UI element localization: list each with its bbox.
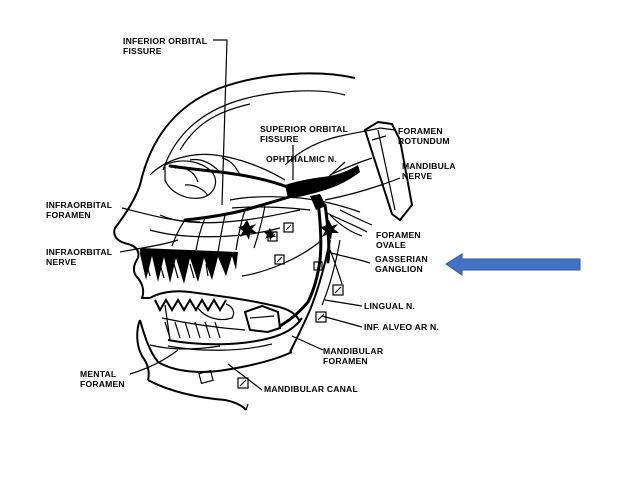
svg-text:NERVE: NERVE bbox=[46, 257, 77, 267]
svg-text:ROTUNDUM: ROTUNDUM bbox=[398, 136, 450, 146]
svg-text:FORAMEN: FORAMEN bbox=[80, 379, 125, 389]
svg-text:OPHTHALMIC N.: OPHTHALMIC N. bbox=[266, 154, 337, 164]
svg-text:SUPERIOR ORBITAL: SUPERIOR ORBITAL bbox=[260, 124, 348, 134]
svg-text:FORAMEN: FORAMEN bbox=[398, 126, 443, 136]
trigeminal-nerve-branches bbox=[168, 157, 373, 328]
boxed-markers bbox=[198, 222, 344, 389]
label-mandibular-nerve: MANDIBULA NERVE bbox=[402, 161, 456, 181]
svg-text:OVALE: OVALE bbox=[376, 240, 406, 250]
label-infraorbital-nerve: INFRAORBITAL NERVE bbox=[46, 247, 112, 267]
mandible-block bbox=[243, 304, 282, 334]
label-mandibular-canal: MANDIBULAR CANAL bbox=[264, 384, 358, 394]
label-ophthalmic-n: OPHTHALMIC N. bbox=[266, 154, 337, 164]
svg-text:FISSURE: FISSURE bbox=[260, 134, 299, 144]
svg-text:MANDIBULAR CANAL: MANDIBULAR CANAL bbox=[264, 384, 358, 394]
label-superior-orbital-fissure: SUPERIOR ORBITAL FISSURE bbox=[260, 124, 348, 144]
svg-text:FORAMEN: FORAMEN bbox=[376, 230, 421, 240]
pointer-arrow bbox=[445, 253, 581, 276]
svg-text:INFRAORBITAL: INFRAORBITAL bbox=[46, 200, 112, 210]
mandibular-canal bbox=[167, 317, 303, 346]
upper-teeth bbox=[140, 248, 238, 284]
svg-text:NERVE: NERVE bbox=[402, 171, 433, 181]
svg-text:LINGUAL N.: LINGUAL N. bbox=[364, 301, 415, 311]
label-mandibular-foramen: MANDIBULAR FORAMEN bbox=[323, 346, 384, 366]
svg-text:INFRAORBITAL: INFRAORBITAL bbox=[46, 247, 112, 257]
svg-text:INF. ALVEO AR N.: INF. ALVEO AR N. bbox=[364, 322, 439, 332]
svg-text:INFERIOR ORBITAL: INFERIOR ORBITAL bbox=[123, 36, 207, 46]
label-inf-alveolar-n: INF. ALVEO AR N. bbox=[364, 322, 439, 332]
label-gasserian-ganglion: GASSERIAN GANGLION bbox=[375, 254, 428, 274]
lower-teeth bbox=[154, 298, 246, 339]
label-inferior-orbital-fissure: INFERIOR ORBITAL FISSURE bbox=[123, 36, 207, 56]
svg-text:GASSERIAN: GASSERIAN bbox=[375, 254, 428, 264]
label-lingual-n: LINGUAL N. bbox=[364, 301, 415, 311]
leader-lines bbox=[119, 39, 401, 391]
svg-text:FORAMEN: FORAMEN bbox=[323, 356, 368, 366]
svg-text:FORAMEN: FORAMEN bbox=[46, 210, 91, 220]
label-foramen-rotundum: FORAMEN ROTUNDUM bbox=[398, 126, 450, 146]
label-infraorbital-foramen: INFRAORBITAL FORAMEN bbox=[46, 200, 112, 220]
svg-text:MANDIBULA: MANDIBULA bbox=[402, 161, 456, 171]
svg-text:GANGLION: GANGLION bbox=[375, 264, 423, 274]
label-foramen-ovale: FORAMEN OVALE bbox=[376, 230, 421, 250]
label-mental-foramen: MENTAL FORAMEN bbox=[80, 369, 125, 389]
svg-text:MANDIBULAR: MANDIBULAR bbox=[323, 346, 384, 356]
svg-text:MENTAL: MENTAL bbox=[80, 369, 116, 379]
svg-text:FISSURE: FISSURE bbox=[123, 46, 162, 56]
